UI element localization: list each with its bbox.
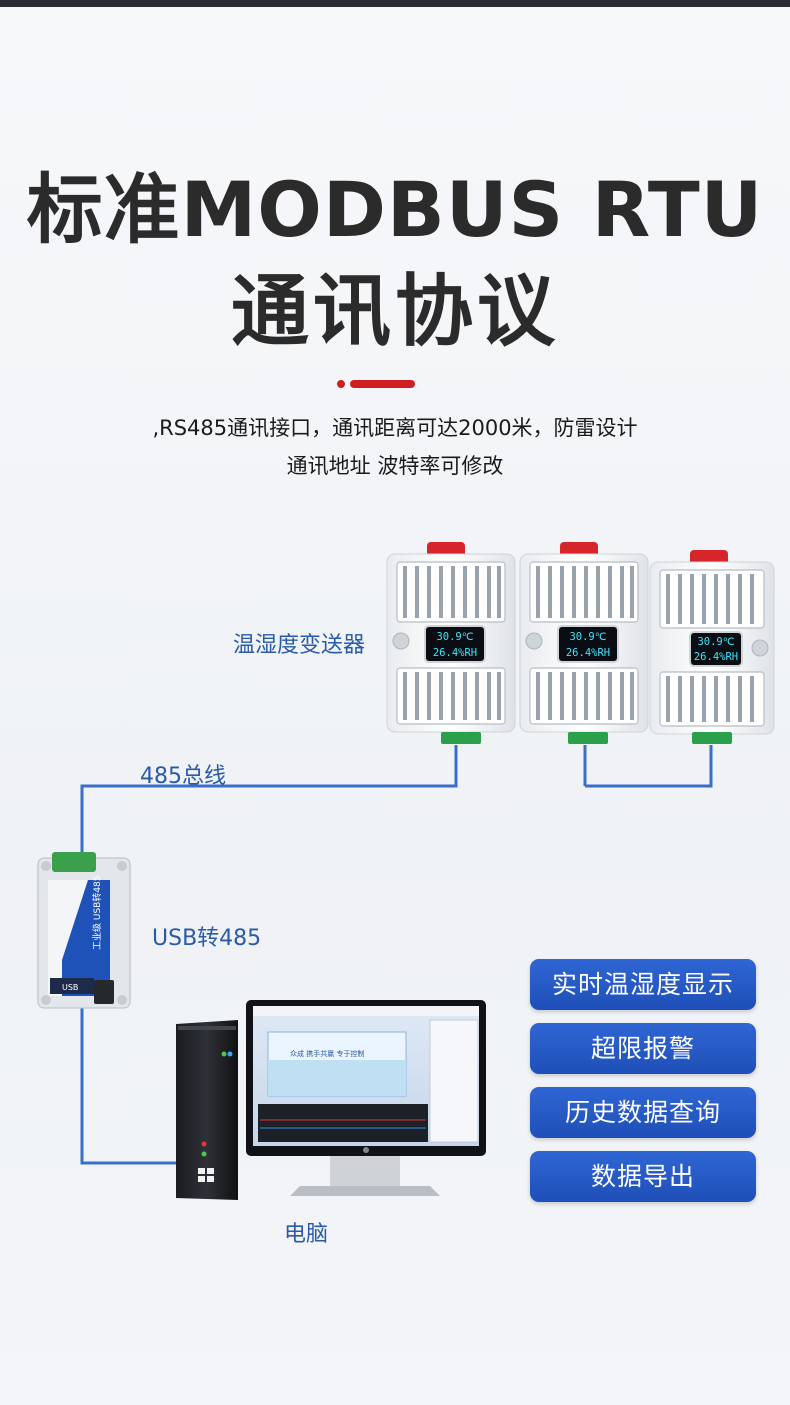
transmitter-2 (519, 542, 649, 744)
computer-label: 电脑 (284, 1222, 329, 1247)
converter-brand-text: 工业级 USB转485 (91, 875, 103, 950)
computer-tower (176, 1020, 238, 1200)
display-hum-2: 26.4%RH (566, 647, 610, 659)
description-line1: ,RS485通讯接口，通讯距离可达2000米，防雷设计 (152, 416, 638, 440)
display-hum-3: 26.4%RH (694, 651, 738, 663)
display-temp-2: 30.9℃ (569, 631, 606, 643)
accent-bar (350, 380, 415, 388)
monitor: 众成 携手共赢 专于控制 (246, 1000, 486, 1196)
feature-alarm: 超限报警 (530, 1023, 756, 1074)
display-temp-1: 30.9℃ (436, 631, 473, 643)
page-title-line2: 通讯协议 (230, 267, 559, 357)
display-hum-1: 26.4%RH (433, 647, 477, 659)
feature-data-export: 数据导出 (530, 1151, 756, 1202)
page-title-line1: 标准MODBUS RTU (26, 165, 764, 254)
converter-usb-text: USB (62, 983, 78, 992)
display-temp-3: 30.9℃ (697, 636, 734, 648)
bus-label: 485总线 (140, 764, 226, 789)
transmitter-label: 温湿度变送器 (233, 633, 366, 658)
description-line2: 通讯地址 波特率可修改 (286, 454, 504, 478)
accent-dot (337, 380, 345, 388)
monitor-banner-text: 众成 携手共赢 专于控制 (290, 1049, 364, 1058)
transmitter-1 (386, 542, 516, 744)
top-bar (0, 0, 790, 7)
converter-label: USB转485 (152, 926, 262, 951)
transmitter-3 (649, 550, 775, 744)
bus-wires (80, 745, 713, 1165)
usb-485-converter: 工业级 USB转485 USB (37, 852, 131, 1009)
feature-realtime-display: 实时温湿度显示 (530, 959, 756, 1010)
feature-history-query: 历史数据查询 (530, 1087, 756, 1138)
